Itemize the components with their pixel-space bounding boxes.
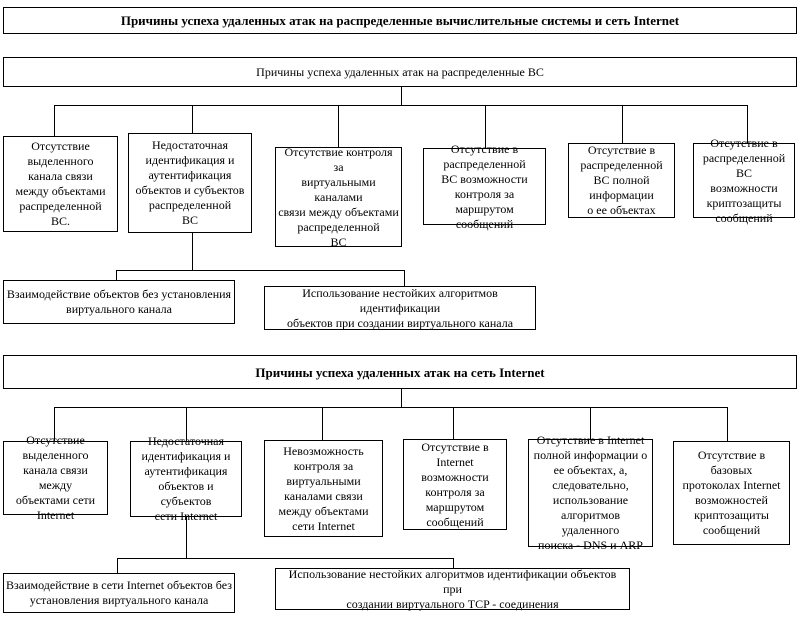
connector-line bbox=[54, 407, 55, 441]
s2-subcause-weak-tcp-identification-algorithms: Использование нестойких алгоритмов идент… bbox=[275, 567, 630, 611]
s2-subcause-no-virtual-channel-interaction: Взаимодействие в сети Internet объектов … bbox=[3, 573, 235, 613]
s2-cause-no-full-object-info-dns-arp: Отсутствие в Internet полной информации … bbox=[528, 433, 653, 552]
connector-line bbox=[192, 105, 193, 133]
s1-subcause-no-virtual-channel-interaction: Взаимодействие объектов без установления… bbox=[3, 280, 235, 324]
s1-cause-no-route-control: Отсутствие в распределенной ВС возможнос… bbox=[423, 142, 546, 231]
connector-line bbox=[322, 407, 323, 440]
connector-line bbox=[116, 270, 117, 280]
connector-line bbox=[117, 558, 118, 573]
connector-line bbox=[54, 407, 728, 408]
connector-line bbox=[453, 407, 454, 439]
s1-subcause-weak-identification-algorithms: Использование нестойких алгоритмов идент… bbox=[264, 286, 536, 330]
s2-cause-no-dedicated-channel: Отсутствие выделенного канала связи межд… bbox=[3, 433, 108, 522]
connector-line bbox=[192, 233, 193, 270]
connector-line bbox=[186, 407, 187, 441]
connector-line bbox=[54, 105, 748, 106]
connector-line bbox=[590, 407, 591, 439]
connector-line bbox=[622, 105, 623, 143]
connector-line bbox=[401, 389, 402, 407]
connector-line bbox=[54, 105, 55, 136]
s2-cause-no-route-control: Отсутствие в Internet возможности контро… bbox=[403, 439, 507, 530]
section2-header: Причины успеха удаленных атак на сеть In… bbox=[3, 355, 797, 389]
connector-line bbox=[116, 270, 405, 271]
connector-line bbox=[727, 407, 728, 441]
connector-line bbox=[485, 105, 486, 148]
s1-cause-no-virtual-channel-control: Отсутствие контроля за виртуальными кана… bbox=[275, 145, 402, 249]
s1-cause-no-dedicated-channel: Отсутствие выделенного канала связи межд… bbox=[3, 136, 118, 232]
connector-line bbox=[453, 558, 454, 568]
connector-line bbox=[404, 270, 405, 286]
connector-line bbox=[338, 105, 339, 147]
s2-cause-no-crypto-in-base-protocols: Отсутствие в базовых протоколах Internet… bbox=[673, 441, 790, 545]
connector-line bbox=[117, 558, 454, 559]
connector-line bbox=[401, 86, 402, 105]
connector-line bbox=[186, 517, 187, 558]
diagram-title: Причины успеха удаленных атак на распред… bbox=[3, 7, 797, 34]
s1-cause-weak-identification: Недостаточная идентификация и аутентифик… bbox=[128, 133, 252, 233]
s1-cause-no-full-object-info: Отсутствие в распределенной ВС полной ин… bbox=[568, 143, 675, 218]
connector-line bbox=[747, 105, 748, 143]
s2-cause-no-virtual-channel-control: Невозможность контроля за виртуальными к… bbox=[264, 440, 383, 537]
section1-header: Причины успеха удаленных атак на распред… bbox=[3, 57, 797, 87]
s1-cause-no-crypto-protection: Отсутствие в распределенной ВС возможнос… bbox=[693, 136, 795, 225]
s2-cause-weak-identification: Недостаточная идентификация и аутентифик… bbox=[130, 434, 242, 523]
